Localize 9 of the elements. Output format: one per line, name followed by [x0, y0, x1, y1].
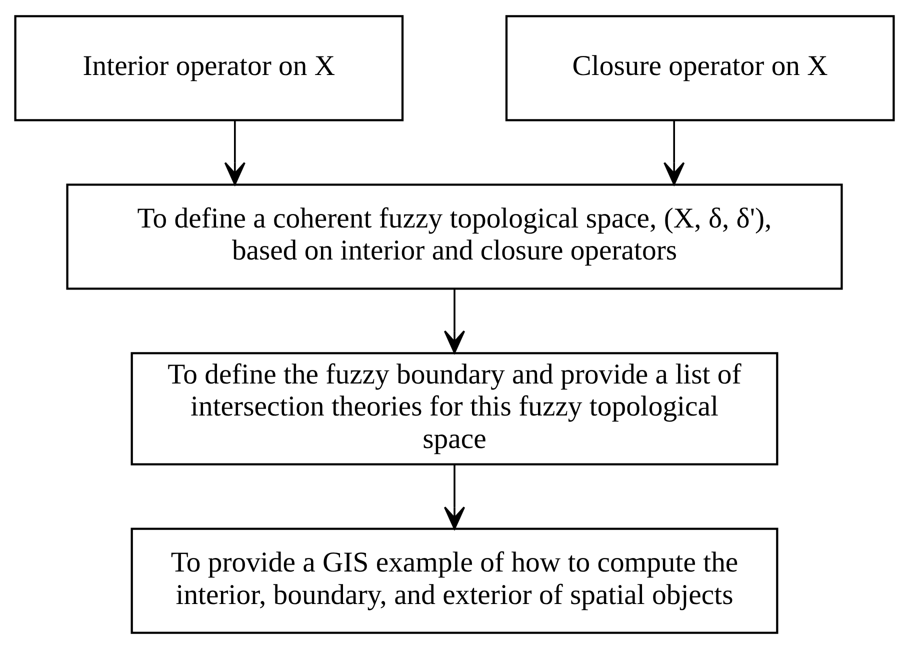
- node-box: To define the fuzzy boundary and provide a list of intersection theories for this fuzzy topological space: [130, 352, 778, 465]
- node-box: Closure operator on X: [505, 14, 895, 121]
- node-box: To provide a GIS example of how to compute the interior, boundary, and exterior of spatial objects: [130, 527, 778, 634]
- node-box: Interior operator on X: [14, 14, 404, 121]
- arrow: [444, 288, 466, 354]
- arrow: [444, 464, 466, 530]
- arrow: [224, 120, 246, 185]
- arrow: [664, 120, 685, 185]
- node-box: To define a coherent fuzzy topological space, (X, δ, δ'), based on interior and closure operators: [66, 183, 843, 290]
